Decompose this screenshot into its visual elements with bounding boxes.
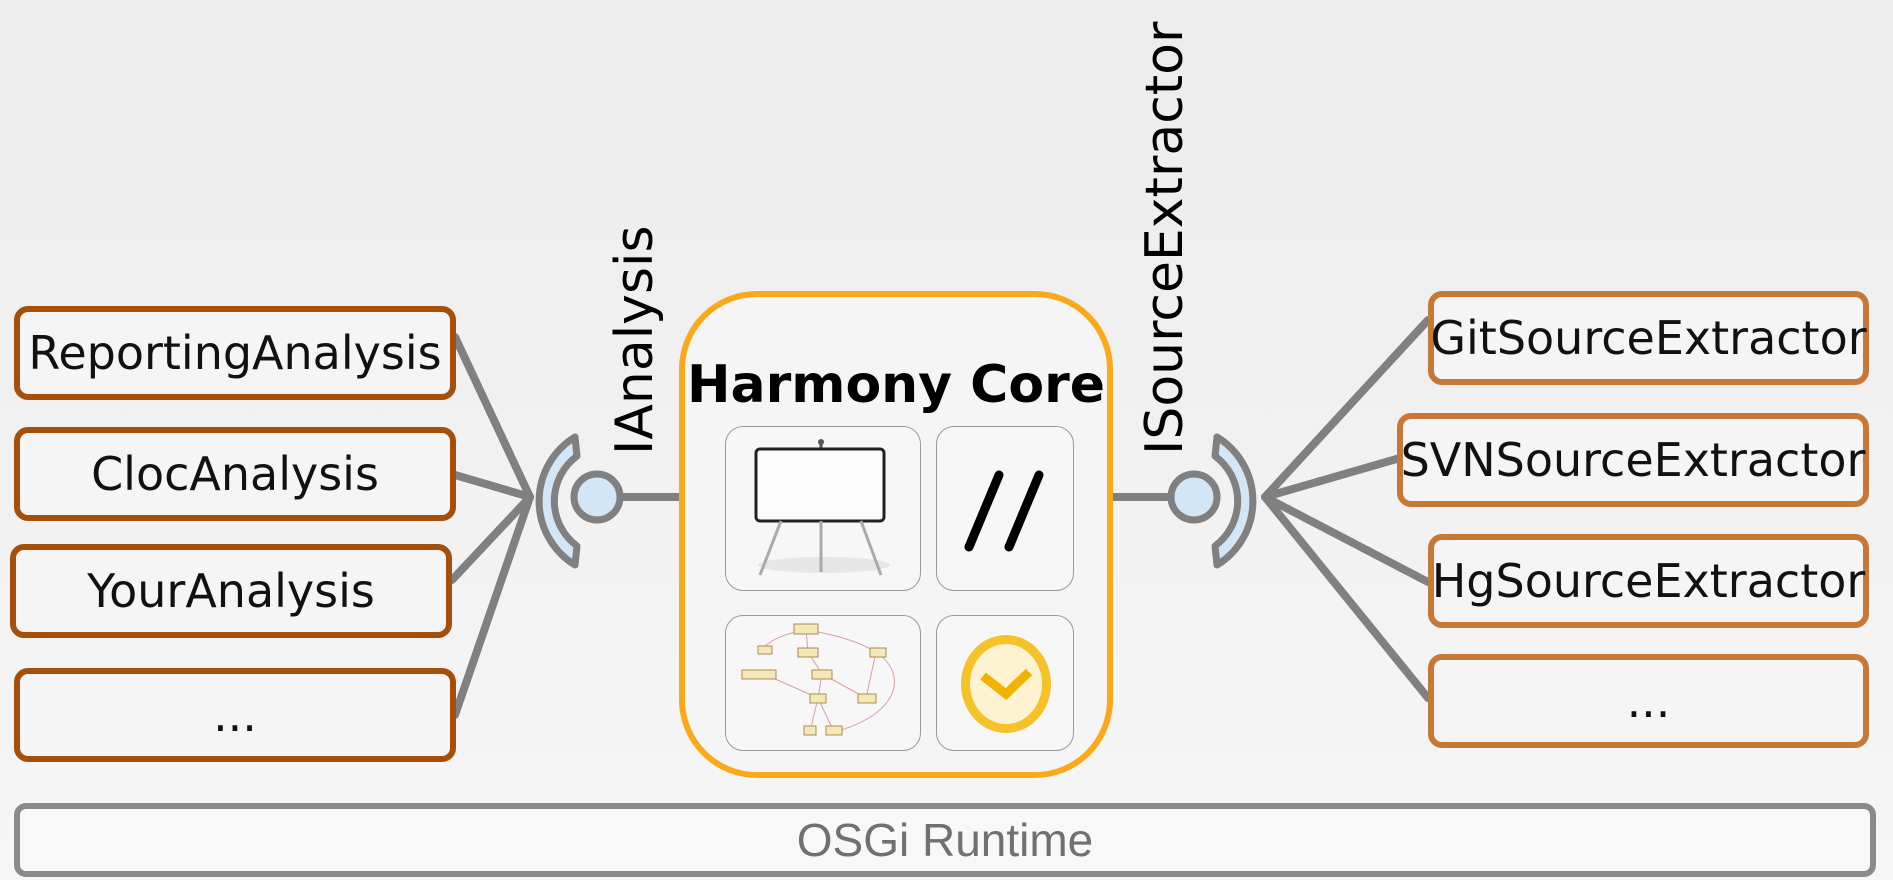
link-cloc [451, 471, 534, 501]
osgi-runtime-bar: OSGi Runtime [14, 803, 1876, 877]
tile-uml-graph [725, 615, 921, 751]
whiteboard-icon [754, 439, 890, 576]
clock-icon [961, 635, 1051, 733]
core-title: Harmony Core [687, 355, 1105, 415]
lollipop-left [570, 470, 624, 524]
extractor-label: GitSourceExtractor [1430, 311, 1867, 365]
runtime-label: OSGi Runtime [796, 814, 1094, 866]
link-more-analysis [451, 493, 534, 719]
link-git [1261, 316, 1432, 501]
link-svn [1261, 454, 1404, 501]
extractor-box-more: ... [1428, 654, 1869, 748]
extractor-box-git: GitSourceExtractor [1428, 291, 1869, 385]
extractor-box-hg: HgSourceExtractor [1428, 534, 1869, 628]
analysis-label: YourAnalysis [87, 564, 375, 618]
analysis-box-cloc: ClocAnalysis [14, 427, 456, 521]
analysis-box-your: YourAnalysis [10, 544, 452, 638]
harmony-core: Harmony Core [679, 291, 1113, 778]
extractor-label: SVNSourceExtractor [1400, 433, 1866, 487]
extractor-label: HgSourceExtractor [1431, 554, 1866, 608]
analysis-box-reporting: ReportingAnalysis [14, 306, 456, 400]
interface-label-ianalysis: IAnalysis [605, 225, 665, 455]
link-reporting [451, 333, 534, 501]
tile-clock [936, 615, 1074, 751]
socket-right [1211, 433, 1257, 569]
tile-whiteboard [725, 426, 921, 591]
link-hg [1261, 493, 1432, 586]
analysis-box-more: ... [14, 668, 456, 762]
socket-left [535, 433, 581, 569]
extractor-label: ... [1626, 674, 1671, 728]
link-your [448, 493, 534, 584]
analysis-label: ... [213, 688, 257, 742]
extractor-box-svn: SVNSourceExtractor [1397, 413, 1869, 507]
double-slash-icon [964, 470, 1044, 552]
analysis-label: ReportingAnalysis [28, 326, 442, 380]
uml-graph-icon [741, 623, 895, 736]
analysis-label: ClocAnalysis [91, 447, 379, 501]
link-more-extractor [1261, 493, 1432, 702]
lollipop-right [1167, 470, 1221, 524]
interface-label-isourceextractor: ISourceExtractor [1135, 21, 1195, 455]
tile-double-slash [936, 426, 1074, 591]
